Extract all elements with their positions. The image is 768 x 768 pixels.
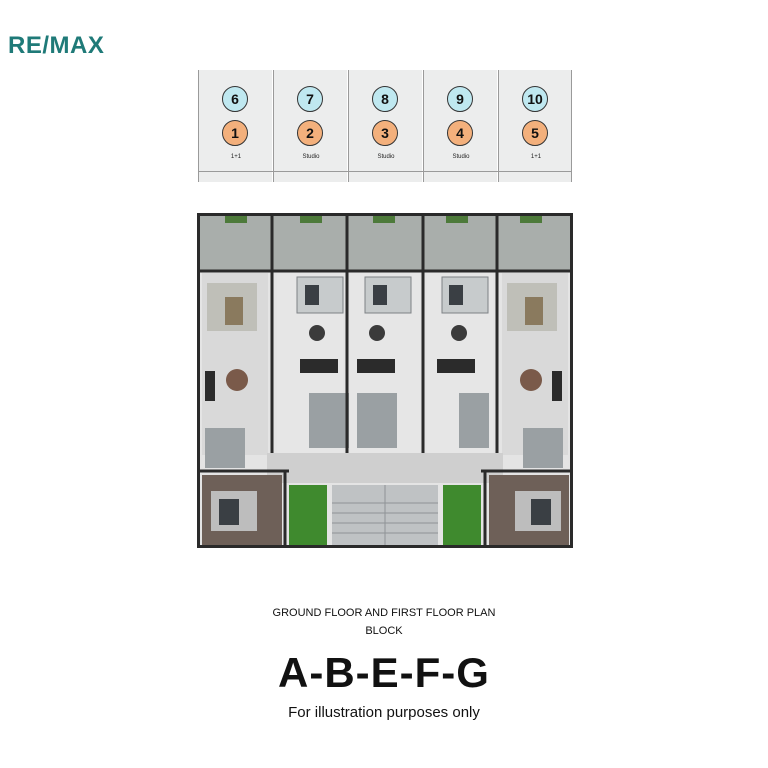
upper-unit-number: 7: [297, 86, 323, 112]
unit-type-label: 1+1: [530, 154, 542, 160]
plan-heading: GROUND FLOOR AND FIRST FLOOR PLAN: [272, 607, 496, 619]
remax-logo: RE/MAX: [8, 32, 105, 59]
unit-type-label: Studio: [452, 154, 470, 160]
unit-type-label: Studio: [302, 154, 320, 160]
lower-unit-number: 5: [522, 120, 548, 146]
strip-baseline: [198, 171, 572, 172]
unit-column: 7 2 Studio: [273, 70, 347, 182]
block-label: BLOCK: [365, 625, 403, 637]
lower-unit-number: 4: [447, 120, 473, 146]
upper-unit-number: 6: [222, 86, 248, 112]
disclaimer: For illustration purposes only: [288, 704, 480, 721]
unit-type-label: 1+1: [230, 154, 242, 160]
unit-column: 9 4 Studio: [423, 70, 497, 182]
lower-unit-number: 2: [297, 120, 323, 146]
lower-unit-number: 1: [222, 120, 248, 146]
unit-type-label: Studio: [377, 154, 395, 160]
upper-unit-number: 9: [447, 86, 473, 112]
unit-column: 10 5 1+1: [498, 70, 572, 182]
upper-unit-number: 10: [522, 86, 548, 112]
unit-number-strip: 6 1 1+1 7 2 Studio 8 3 Studio 9 4 Studio…: [198, 70, 572, 182]
lower-unit-number: 3: [372, 120, 398, 146]
upper-unit-number: 8: [372, 86, 398, 112]
floor-plan-illustration: [197, 213, 573, 548]
block-name: A-B-E-F-G: [278, 649, 490, 696]
unit-column: 8 3 Studio: [348, 70, 422, 182]
unit-column: 6 1 1+1: [198, 70, 272, 182]
